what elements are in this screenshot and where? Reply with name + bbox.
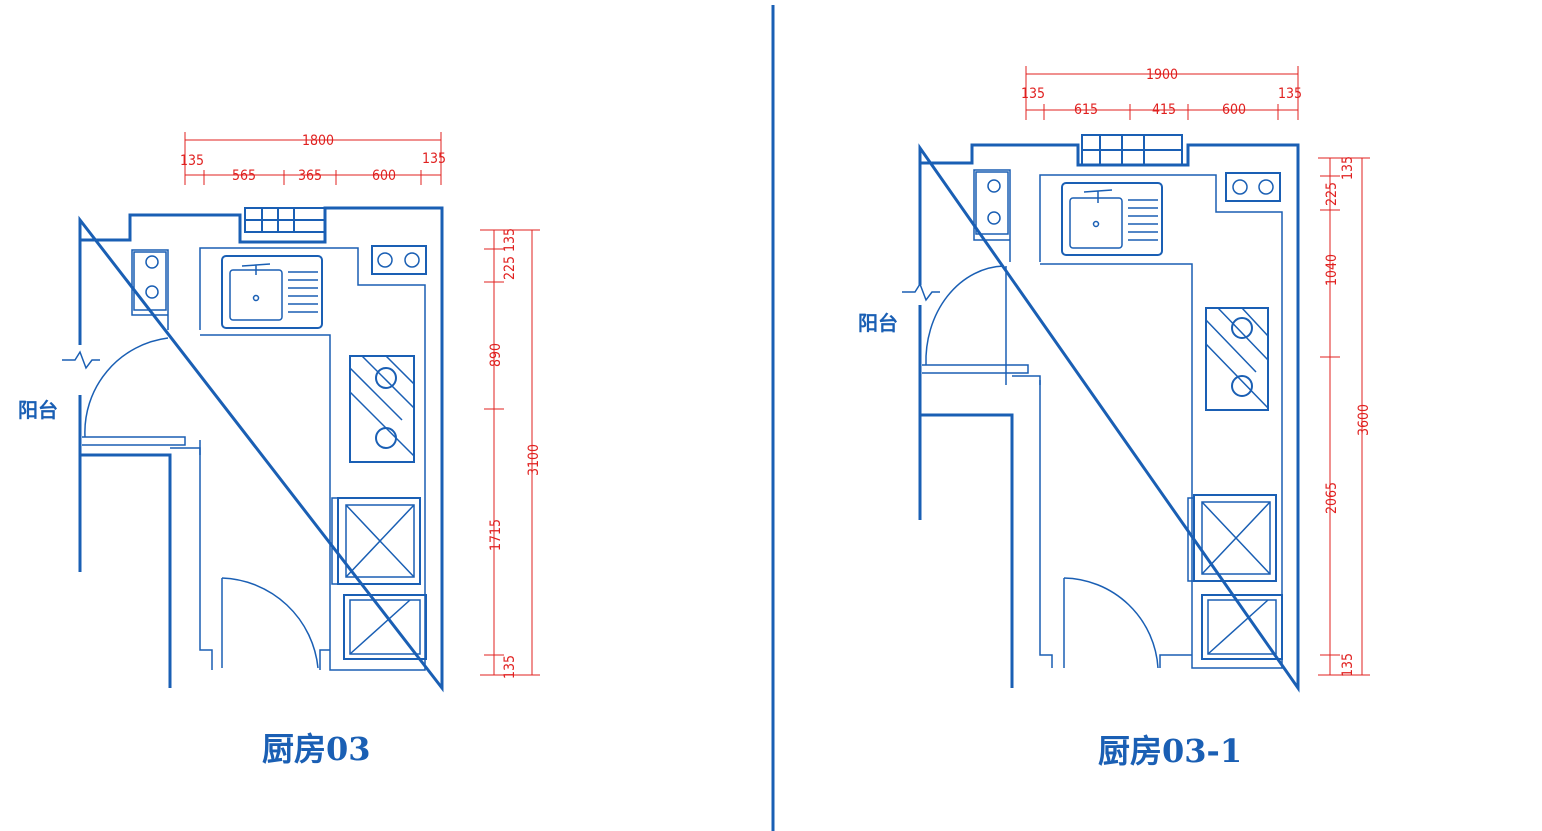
left-cabinet — [343, 594, 427, 660]
left-small-appliance — [371, 245, 427, 275]
right-dim-overall-width: 1900 — [1146, 67, 1178, 83]
left-dim-overall-height: 3100 — [526, 444, 542, 476]
left-dimension-right: 135 225 890 1715 135 3100 — [480, 228, 542, 679]
left-fridge — [131, 249, 169, 330]
right-dim-right-seg: 135 — [1340, 653, 1356, 677]
right-dim-top-seg: 135 — [1021, 86, 1045, 102]
right-inner-wall — [1039, 174, 1283, 669]
left-threshold — [82, 436, 201, 455]
left-plan-title: 厨房03 — [262, 730, 371, 768]
left-break-mark — [62, 350, 100, 370]
right-dim-top-seg: 135 — [1278, 86, 1302, 102]
right-dim-right-seg: 1040 — [1324, 254, 1340, 286]
right-entry-door-swing — [1063, 577, 1159, 669]
right-burner-icon — [1231, 317, 1253, 339]
right-balcony-label: 阳台 — [858, 311, 898, 335]
left-burner-icon — [375, 427, 397, 449]
left-dim-top-seg: 135 — [422, 151, 446, 167]
left-dim-top-seg: 135 — [180, 153, 204, 169]
right-dim-right-seg: 2065 — [1324, 482, 1340, 514]
left-dimension-top: 1800 135 565 365 600 135 — [180, 132, 446, 185]
left-balcony-label: 阳台 — [18, 398, 58, 422]
right-break-mark — [902, 282, 940, 302]
left-dim-right-seg: 890 — [488, 343, 504, 367]
right-plan-title: 厨房03-1 — [1098, 732, 1242, 770]
right-small-appliance — [1225, 172, 1281, 202]
right-threshold — [922, 364, 1041, 385]
right-dimension-top: 1900 135 615 415 600 135 — [1021, 66, 1302, 120]
right-floor-plan — [918, 134, 1300, 693]
left-burner-icon — [375, 367, 397, 389]
right-dimension-right: 135 225 1040 2065 135 3600 — [1318, 156, 1372, 677]
right-sink — [1061, 182, 1163, 256]
right-fridge — [973, 169, 1011, 262]
right-dim-top-seg: 615 — [1074, 102, 1098, 118]
left-dim-right-seg: 225 — [502, 256, 518, 280]
left-inner-wall — [199, 247, 426, 671]
right-dim-right-seg: 225 — [1324, 182, 1340, 206]
right-dim-right-seg: 135 — [1340, 156, 1356, 180]
left-dim-top-seg: 600 — [372, 168, 396, 184]
left-sink — [221, 255, 323, 329]
left-window — [244, 207, 326, 233]
left-floor-plan — [78, 206, 444, 693]
left-dim-right-seg: 135 — [502, 228, 518, 252]
right-dim-overall-height: 3600 — [1356, 404, 1372, 436]
left-dim-overall-width: 1800 — [302, 133, 334, 149]
left-entry-door-swing — [221, 577, 319, 669]
right-cabinet — [1201, 594, 1283, 660]
right-dim-top-seg: 600 — [1222, 102, 1246, 118]
left-dim-right-seg: 1715 — [488, 519, 504, 551]
left-balcony-door-swing — [84, 337, 169, 438]
right-dim-top-seg: 415 — [1152, 102, 1176, 118]
left-dim-right-seg: 135 — [502, 655, 518, 679]
left-dim-top-seg: 565 — [232, 168, 256, 184]
right-burner-icon — [1231, 375, 1253, 397]
right-window — [1081, 134, 1183, 166]
left-cooktop — [349, 355, 415, 463]
right-balcony-door-swing — [925, 265, 1005, 366]
left-dim-top-seg: 365 — [298, 168, 322, 184]
